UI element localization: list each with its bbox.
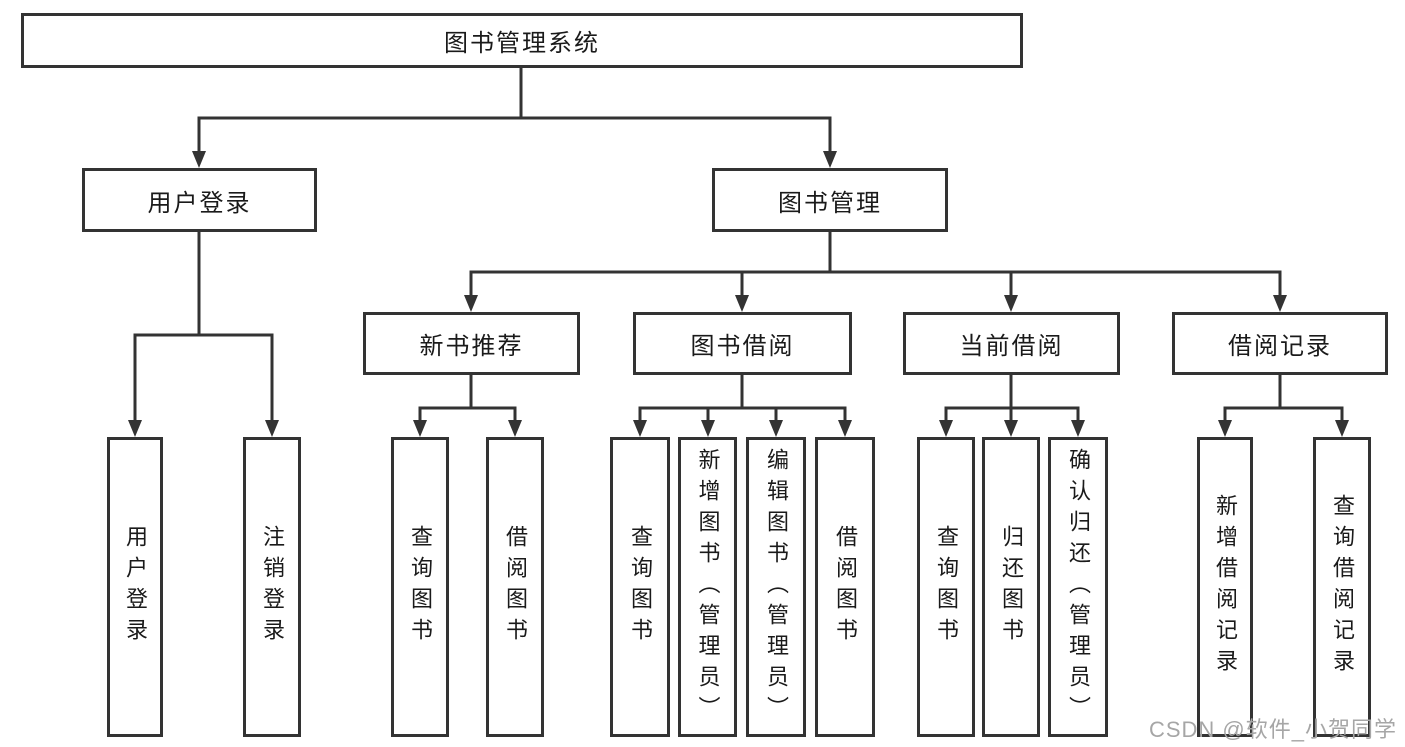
- node-book-management: 图书管理: [712, 168, 948, 232]
- node-user-login: 用户登录: [82, 168, 317, 232]
- node-label: 确认归还（管理员）: [1066, 447, 1091, 727]
- node-label: 归还图书: [999, 525, 1024, 649]
- node-leaf-bb-borrow-books: 借阅图书: [815, 437, 875, 737]
- node-leaf-cb-return-books: 归还图书: [982, 437, 1040, 737]
- node-book-borrow: 图书借阅: [633, 312, 852, 375]
- node-label: 查询图书: [934, 525, 959, 649]
- node-leaf-br-add-record: 新增借阅记录: [1197, 437, 1253, 737]
- node-leaf-nb-query-books: 查询图书: [391, 437, 449, 737]
- node-borrow-records: 借阅记录: [1172, 312, 1388, 375]
- node-root-system: 图书管理系统: [21, 13, 1023, 68]
- node-label: 用户登录: [123, 525, 148, 649]
- node-leaf-bb-edit-books-admin: 编辑图书（管理员）: [746, 437, 806, 737]
- node-label: 编辑图书（管理员）: [764, 447, 789, 727]
- node-leaf-cb-query-books: 查询图书: [917, 437, 975, 737]
- node-label: 注销登录: [260, 525, 285, 649]
- node-label: 查询借阅记录: [1330, 494, 1355, 680]
- node-leaf-user-login: 用户登录: [107, 437, 163, 737]
- node-label: 借阅图书: [503, 525, 528, 649]
- node-leaf-nb-borrow-books: 借阅图书: [486, 437, 544, 737]
- node-label: 图书管理系统: [444, 30, 600, 57]
- node-label: 借阅记录: [1228, 333, 1332, 360]
- node-label: 借阅图书: [833, 525, 858, 649]
- node-current-borrow: 当前借阅: [903, 312, 1120, 375]
- node-label: 当前借阅: [959, 333, 1064, 360]
- node-label: 用户登录: [147, 189, 252, 217]
- node-label: 查询图书: [628, 525, 653, 649]
- node-label: 新书推荐: [419, 333, 524, 360]
- node-label: 查询图书: [408, 525, 433, 649]
- node-label: 新增图书（管理员）: [695, 447, 721, 727]
- node-leaf-logout: 注销登录: [243, 437, 301, 737]
- node-leaf-cb-confirm-return-admin: 确认归还（管理员）: [1048, 437, 1108, 737]
- arrow-shafts: [133, 118, 1344, 425]
- node-new-book-recommend: 新书推荐: [363, 312, 580, 375]
- node-label: 新增借阅记录: [1213, 494, 1238, 680]
- node-leaf-bb-add-books-admin: 新增图书（管理员）: [678, 437, 737, 737]
- node-leaf-bb-query-books: 查询图书: [610, 437, 670, 737]
- node-leaf-br-query-record: 查询借阅记录: [1313, 437, 1371, 737]
- node-label: 图书管理: [778, 189, 882, 217]
- node-label: 图书借阅: [690, 333, 795, 360]
- watermark-text: CSDN @软件_小贺同学: [1148, 717, 1397, 742]
